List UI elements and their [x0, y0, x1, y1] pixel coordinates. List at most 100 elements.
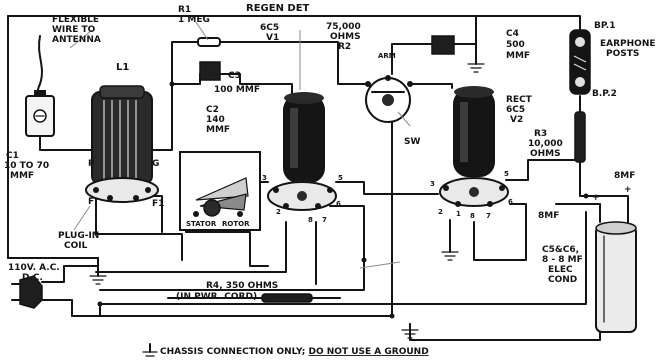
- label-v2-type: 6C5: [506, 105, 525, 115]
- label-v2-pin6: 6: [508, 198, 513, 206]
- label-r4-note: (IN PWR. CORD): [176, 292, 257, 302]
- label-v2-pin7: 7: [486, 212, 491, 220]
- tube-v2: [439, 86, 509, 207]
- ground-symbol-c4: [467, 43, 485, 73]
- ground-symbol-bottom: [401, 323, 419, 339]
- label-pin-f: F: [88, 197, 94, 207]
- grid-wire: [149, 41, 199, 151]
- junction-dot: [583, 193, 589, 199]
- label-arm: ARM: [378, 52, 396, 60]
- label-bp1: BP.1: [594, 21, 616, 31]
- footnote-text: CHASSIS CONNECTION ONLY;: [160, 347, 309, 357]
- v2-pin7-wire: [473, 203, 527, 261]
- ground-symbol-left: [89, 257, 107, 285]
- leader-arrows: [69, 21, 411, 269]
- cord-bottom-wire: [41, 299, 73, 317]
- label-sw: SW: [404, 137, 420, 147]
- capacitor-c3: [199, 61, 221, 81]
- ground-symbols: [89, 43, 485, 339]
- label-r3-unit: OHMS: [530, 149, 561, 159]
- c3-to-grid-cap-wire: [219, 73, 293, 97]
- c4-right-wire: [453, 15, 477, 45]
- cap-bottom-wire: [409, 315, 617, 341]
- label-c4-unit: MMF: [506, 51, 530, 61]
- earphone-post-block: [569, 29, 591, 95]
- f-wire: [95, 195, 183, 261]
- label-8mf-mid: 8MF: [538, 211, 559, 221]
- label-r2-ohms: OHMS: [330, 32, 361, 42]
- label-v2-pin2: 2: [438, 208, 443, 216]
- label-antenna: ANTENNA: [52, 35, 101, 45]
- label-r1: R1: [178, 5, 191, 15]
- label-c3-value: 100 MMF: [214, 85, 260, 95]
- label-r1-value: 1 MEG: [178, 15, 210, 25]
- junction-dot: [169, 81, 175, 87]
- label-c2-value: 140: [206, 115, 225, 125]
- label-c2-unit: MMF: [206, 125, 230, 135]
- resistor-r3: [574, 111, 586, 163]
- label-flexible: FLEXIBLE: [52, 15, 99, 25]
- label-pin-p: P: [88, 159, 95, 169]
- v1-pin5-wire: [335, 181, 413, 195]
- label-rect: RECT: [506, 95, 533, 105]
- label-v1-pin3: 3: [262, 174, 267, 182]
- label-cond: COND: [548, 275, 577, 285]
- resistor-r1: [197, 37, 221, 47]
- label-v1-pin7: 7: [322, 216, 327, 224]
- c1-to-p-wire: [39, 133, 97, 151]
- label-v1-pin6: 6: [336, 200, 341, 208]
- label-wire-to: WIRE TO: [52, 25, 96, 35]
- label-v1-pin8: 8: [308, 216, 313, 224]
- label-posts: POSTS: [606, 49, 639, 59]
- junction-dot: [97, 301, 103, 307]
- v2-grid-wire: [409, 83, 453, 89]
- junction-dot: [361, 257, 367, 263]
- label-v2-pin1: 1: [456, 210, 461, 218]
- label-r2: R2: [338, 42, 351, 52]
- label-ac: 110V. A.C.: [8, 263, 60, 273]
- label-v2: V2: [510, 115, 523, 125]
- v1-pin2-wire: [95, 221, 287, 273]
- wiring: [7, 15, 629, 341]
- chassis-symbol: [142, 343, 158, 357]
- label-v2-pin5: 5: [504, 170, 509, 178]
- label-c1: C1: [6, 151, 19, 161]
- label-plug-in: PLUG-IN: [58, 231, 99, 241]
- plug-in-coil-l1: [85, 85, 159, 203]
- cord-top-wire: [41, 265, 99, 283]
- power-plug: [11, 275, 43, 309]
- tube-v1: [267, 92, 337, 211]
- label-bp2: B.P.2: [592, 89, 617, 99]
- label-stator: STATOR: [186, 220, 217, 228]
- heater-wire: [99, 259, 365, 291]
- label-r3-value: 10,000: [528, 139, 563, 149]
- label-rotor: ROTOR: [222, 220, 250, 228]
- label-v1-type: 6C5: [260, 23, 279, 33]
- label-v2-pin8: 8: [470, 212, 475, 220]
- label-c4: C4: [506, 29, 519, 39]
- ground-return-wire: [99, 211, 587, 305]
- potentiometer-r2: [365, 75, 413, 123]
- capacitor-c1: [25, 90, 55, 137]
- label-c2: C2: [206, 105, 219, 115]
- label-v2-pin3: 3: [430, 180, 435, 188]
- label-v1-pin5: 5: [338, 174, 343, 182]
- label-dc: D.C.: [22, 273, 43, 283]
- label-r3: R3: [534, 129, 547, 139]
- resistor-r4: [261, 293, 313, 303]
- label-c1-unit: MMF: [10, 171, 34, 181]
- label-coil: COIL: [64, 241, 88, 251]
- footnote: CHASSIS CONNECTION ONLY; DO NOT USE A GR…: [160, 347, 429, 357]
- label-plus-top: +: [624, 185, 632, 195]
- cap-positive-wire: [579, 183, 629, 223]
- label-c4-value: 500: [506, 40, 525, 50]
- label-pin-f1: F1: [152, 199, 164, 209]
- label-c1-value: 10 TO 70: [4, 161, 49, 171]
- capacitor-c4: [431, 35, 455, 55]
- label-plus-mid: +: [592, 193, 600, 203]
- variable-capacitor-c2: [179, 151, 261, 231]
- r1-to-r2-wire: [219, 41, 369, 85]
- label-c5c6: C5&C6,: [542, 245, 579, 255]
